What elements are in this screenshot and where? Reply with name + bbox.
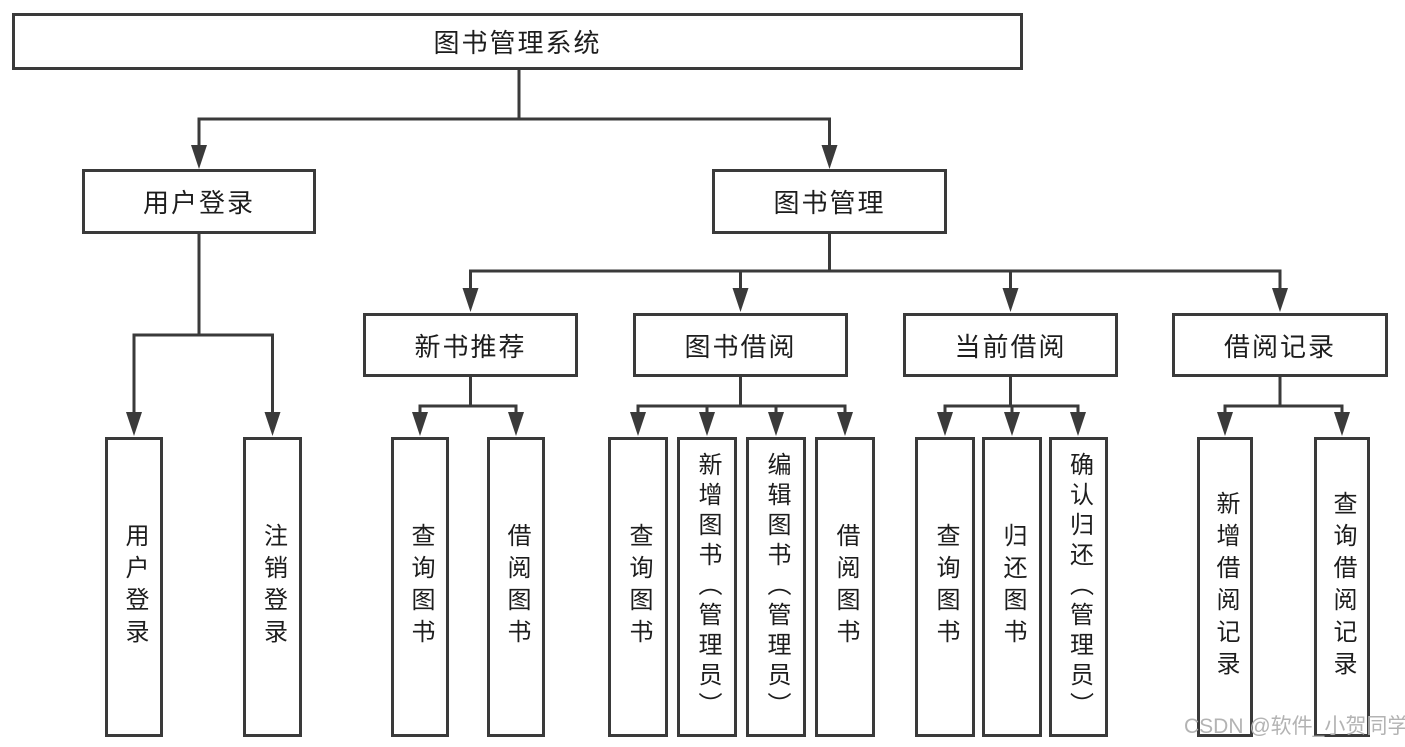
leaf-query-books-recommend: 查询图书 (391, 437, 449, 737)
node-label: 归还图书 (999, 523, 1026, 651)
node-label: 图书借阅 (684, 331, 797, 362)
node-user-login: 用户登录 (82, 169, 316, 234)
node-label: 当前借阅 (954, 331, 1067, 362)
node-label: 新增图书（管理员） (694, 452, 721, 722)
node-label: 编辑图书（管理员） (763, 452, 790, 722)
node-label: 查询图书 (407, 523, 434, 651)
leaf-edit-books-admin: 编辑图书（管理员） (746, 437, 806, 737)
leaf-query-books-borrowing: 查询图书 (608, 437, 668, 737)
node-label: 图书管理 (773, 188, 886, 218)
node-book-borrowing: 图书借阅 (633, 313, 848, 377)
node-label: 查询借阅记录 (1329, 491, 1356, 683)
node-current-borrowing: 当前借阅 (903, 313, 1118, 377)
leaf-logout-login: 注销登录 (243, 437, 302, 737)
node-label: 用户登录 (121, 523, 148, 651)
node-label: 查询图书 (932, 523, 959, 651)
leaf-borrow-books-recommend: 借阅图书 (487, 437, 545, 737)
leaf-borrow-books-borrowing: 借阅图书 (815, 437, 875, 737)
node-label: 确认归还（管理员） (1065, 452, 1093, 722)
leaf-return-books: 归还图书 (982, 437, 1042, 737)
leaf-query-borrow-record: 查询借阅记录 (1314, 437, 1370, 737)
node-label: 借阅图书 (832, 523, 859, 651)
node-label: 借阅记录 (1223, 331, 1336, 362)
node-label: 图书管理系统 (433, 28, 602, 58)
node-label: 查询图书 (625, 523, 652, 651)
node-book-management: 图书管理 (712, 169, 947, 234)
node-label: 新书推荐 (414, 331, 527, 362)
csdn-watermark: CSDN @软件_小贺同学 (1184, 715, 1405, 738)
leaf-confirm-return-admin: 确认归还（管理员） (1049, 437, 1108, 737)
node-library-system: 图书管理系统 (12, 13, 1023, 70)
node-label: 新增借阅记录 (1212, 491, 1239, 683)
node-label: 借阅图书 (503, 523, 530, 651)
node-new-book-recommendation: 新书推荐 (363, 313, 578, 377)
node-borrowing-records: 借阅记录 (1172, 313, 1388, 377)
leaf-user-login: 用户登录 (105, 437, 163, 737)
node-label: 用户登录 (142, 188, 255, 218)
leaf-add-books-admin: 新增图书（管理员） (677, 437, 737, 737)
node-label: 注销登录 (259, 523, 287, 651)
leaf-add-borrow-record: 新增借阅记录 (1197, 437, 1253, 737)
leaf-query-books-current: 查询图书 (915, 437, 975, 737)
